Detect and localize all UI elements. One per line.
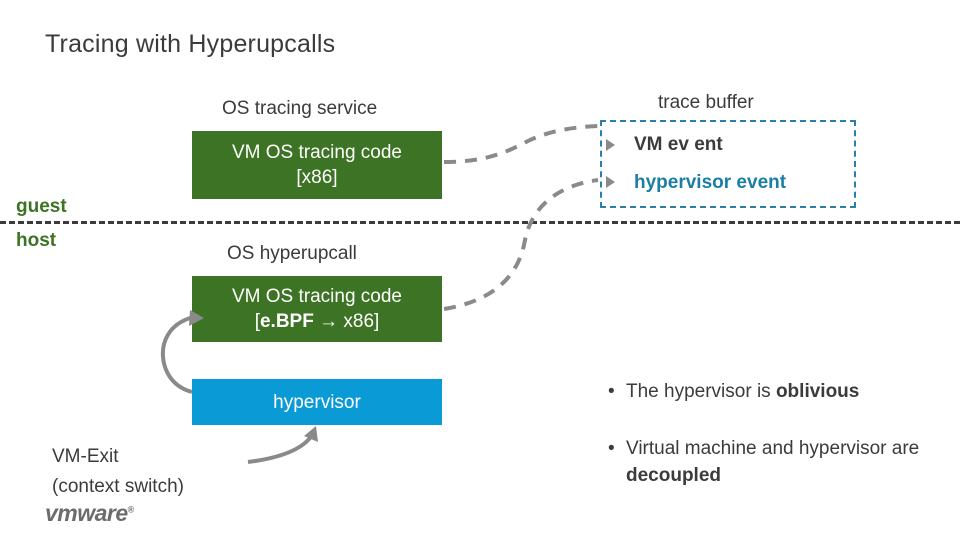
trace-buffer-panel bbox=[600, 120, 856, 208]
trace-entry-vm-event: VM ev ent bbox=[634, 134, 723, 155]
bullet-2-pre: Virtual machine and hypervisor are bbox=[626, 438, 920, 459]
arrow-vm-exit-to-hypervisor-head bbox=[304, 426, 318, 442]
box-vm-os-tracing-code-x86-text: VM OS tracing code [x86] bbox=[232, 140, 402, 190]
vmware-logo-text: vmware bbox=[45, 500, 128, 526]
label-vm-exit-line2: (context switch) bbox=[52, 476, 184, 497]
label-vm-exit: VM-Exit (context switch) bbox=[52, 442, 184, 502]
arrow-vm-exit-to-hypervisor bbox=[247, 436, 312, 464]
trace-entry-arrow-2 bbox=[606, 176, 615, 188]
label-guest: guest bbox=[16, 196, 67, 217]
guest-host-divider bbox=[0, 221, 960, 224]
trace-entry-arrow-1 bbox=[606, 139, 615, 151]
box-x86-line2: [x86] bbox=[296, 167, 338, 188]
bullet-list: The hypervisor is oblivious Virtual mach… bbox=[608, 378, 948, 519]
bullet-1-bold: oblivious bbox=[775, 381, 860, 402]
box-x86-line1: VM OS tracing code bbox=[231, 142, 403, 163]
box-ebpf-line2-arrow: → bbox=[313, 311, 344, 332]
bullet-1-pre: The hypervisor is bbox=[626, 381, 776, 402]
box-vm-os-tracing-code-ebpf: VM OS tracing code [e.BPF → x86] bbox=[192, 276, 442, 342]
vmware-logo: vmware® bbox=[45, 500, 134, 527]
arrow-x86-to-trace-buffer bbox=[443, 124, 599, 164]
box-hypervisor-label: hypervisor bbox=[273, 391, 361, 413]
box-ebpf-line2-bold: e.BPF bbox=[259, 311, 314, 332]
box-ebpf-text: VM OS tracing code [e.BPF → x86] bbox=[232, 284, 402, 334]
bullet-item-1: The hypervisor is oblivious bbox=[608, 378, 948, 405]
arrow-ebpf-to-trace-buffer bbox=[443, 178, 599, 311]
box-vm-os-tracing-code-x86: VM OS tracing code [x86] bbox=[192, 131, 442, 199]
bullet-2-bold: decoupled bbox=[626, 465, 722, 486]
box-ebpf-line2-pre: [ bbox=[254, 311, 260, 332]
box-hypervisor: hypervisor bbox=[192, 379, 442, 425]
label-vm-exit-line1: VM-Exit bbox=[52, 446, 119, 467]
bullet-item-2: Virtual machine and hypervisor are decou… bbox=[608, 435, 948, 489]
vmware-logo-mark: ® bbox=[127, 504, 135, 515]
box-ebpf-line2-post: x86] bbox=[343, 311, 380, 332]
label-os-hyperupcall: OS hyperupcall bbox=[227, 243, 357, 264]
label-host: host bbox=[16, 230, 57, 251]
trace-entry-hypervisor-event: hypervisor event bbox=[634, 172, 787, 193]
label-os-tracing-service: OS tracing service bbox=[222, 98, 378, 119]
label-trace-buffer: trace buffer bbox=[658, 92, 754, 113]
page-title: Tracing with Hyperupcalls bbox=[45, 30, 336, 58]
box-ebpf-line1: VM OS tracing code bbox=[231, 286, 403, 307]
arrow-hypervisor-to-ebpf bbox=[160, 316, 193, 394]
